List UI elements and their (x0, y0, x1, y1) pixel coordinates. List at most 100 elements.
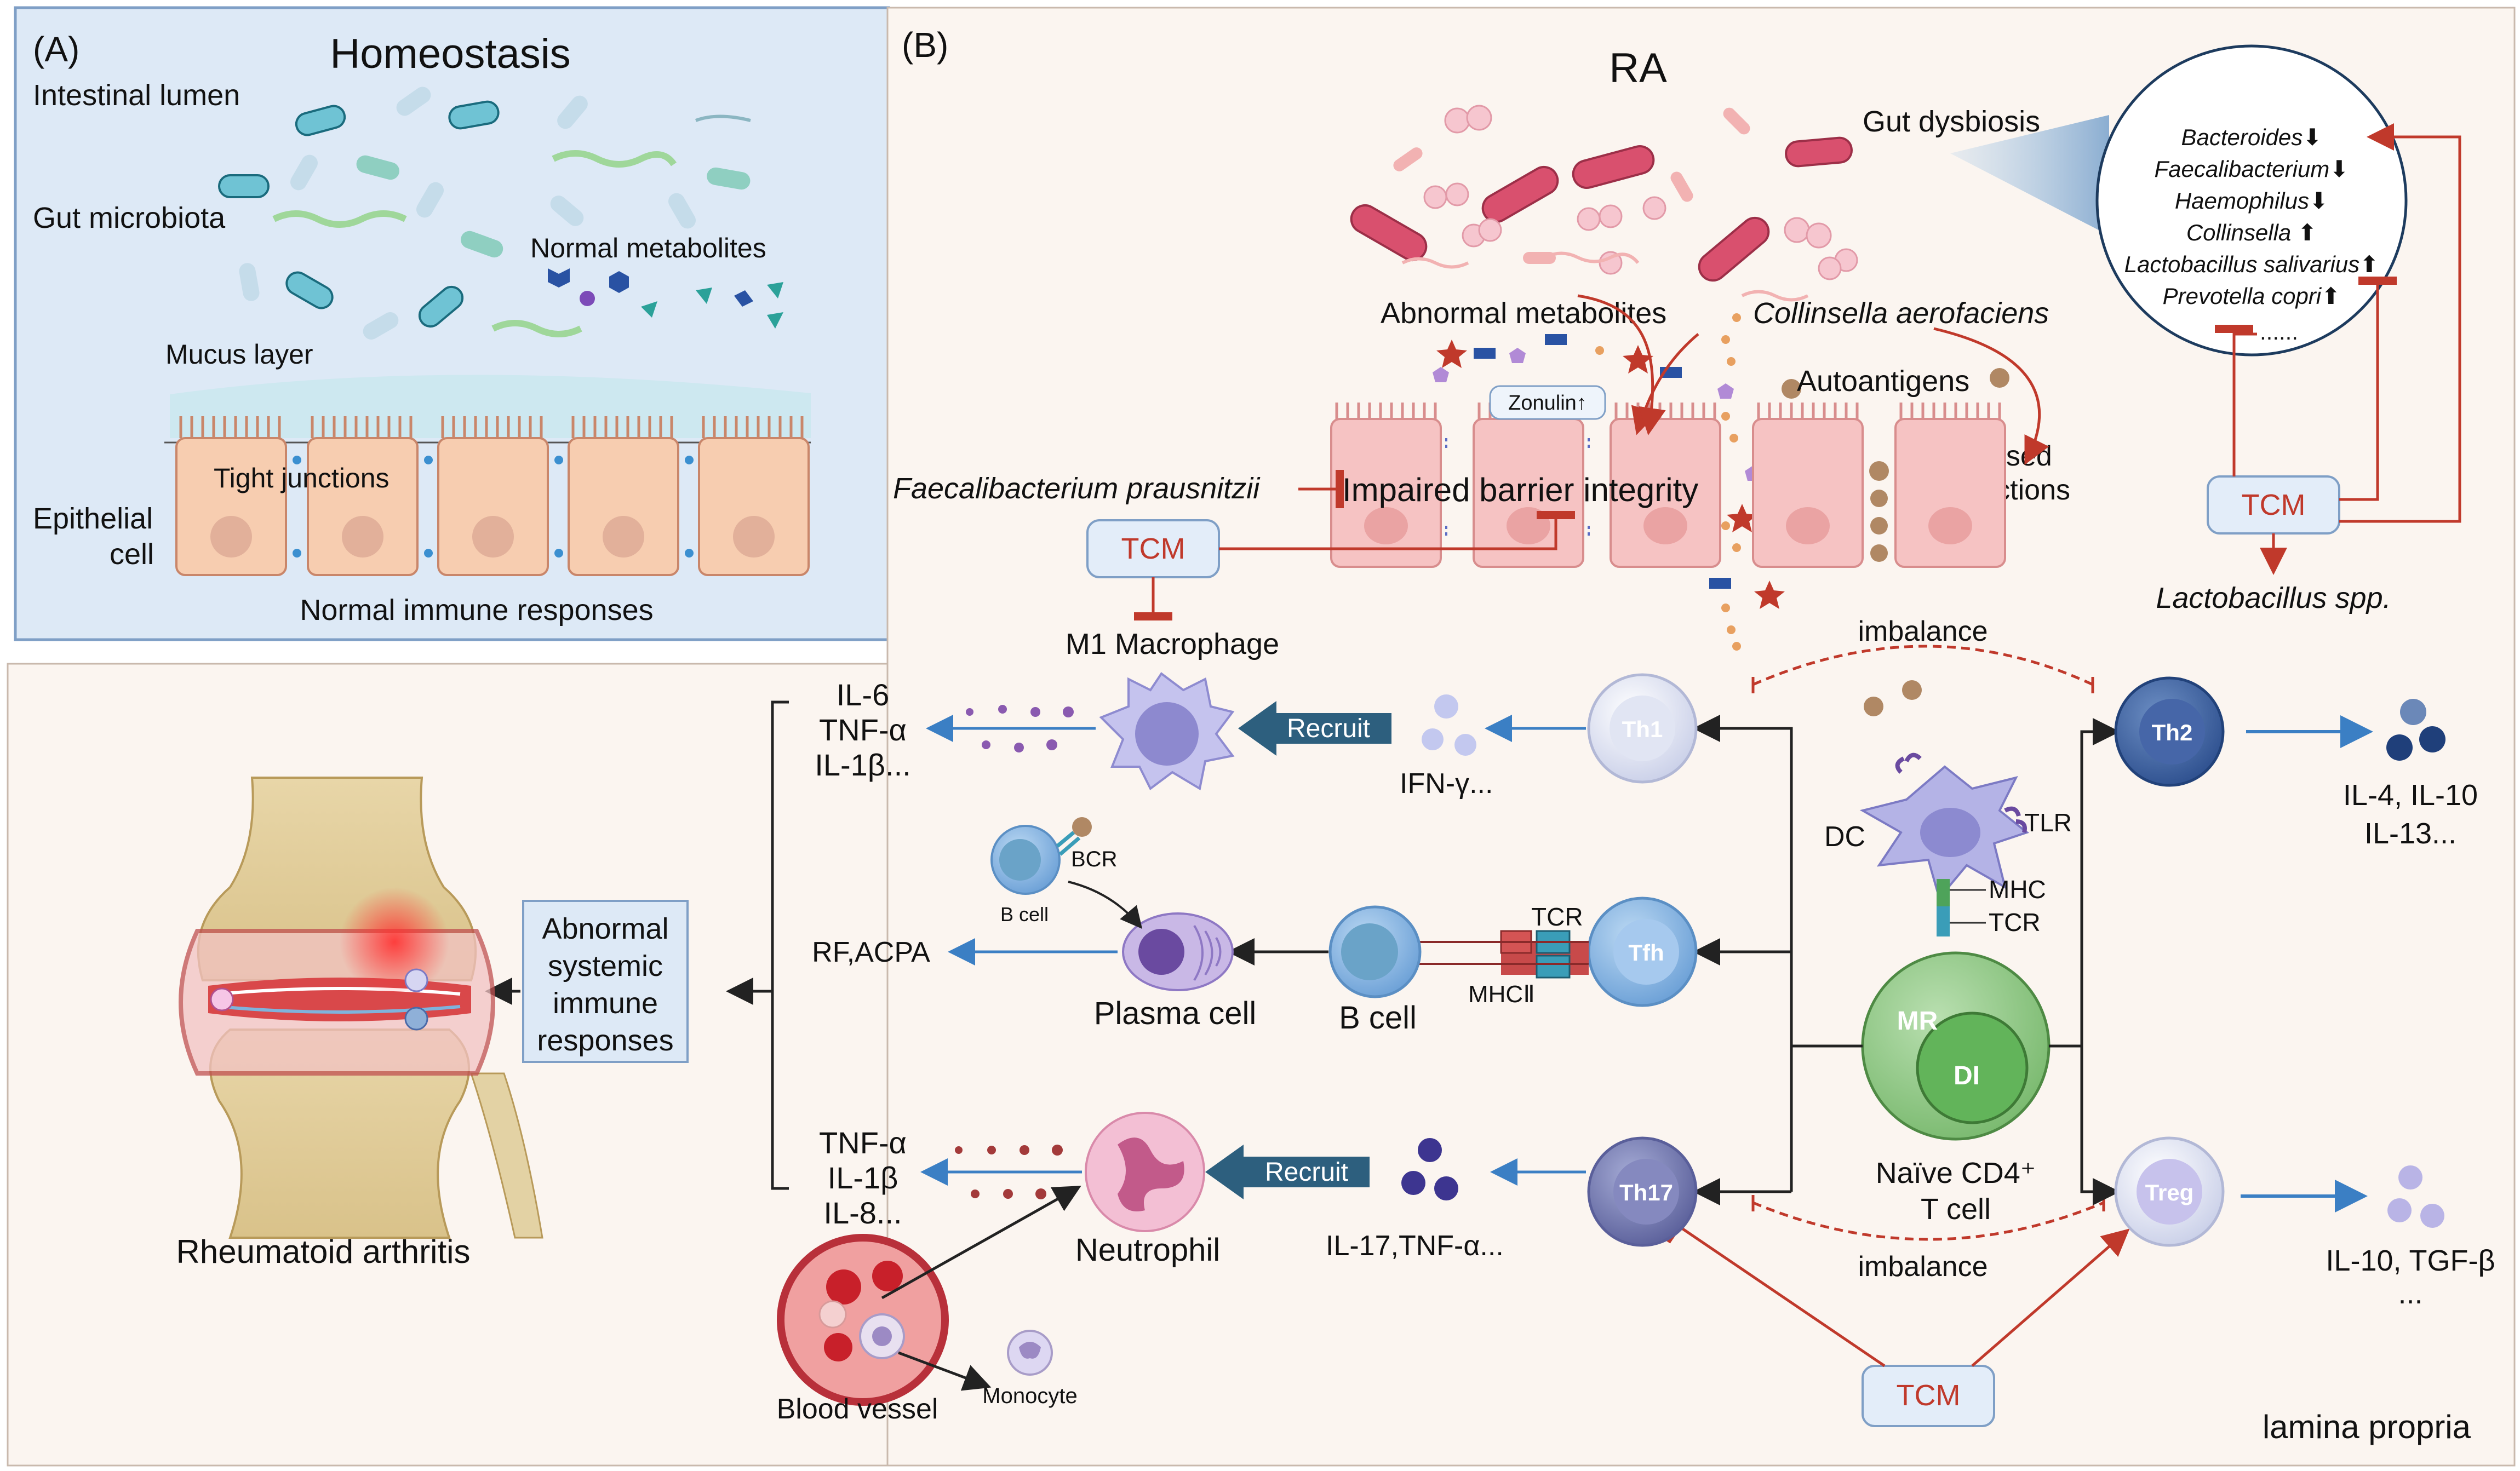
label-bcr: BCR (1071, 847, 1117, 871)
label-plasma-cell: Plasma cell (1094, 996, 1257, 1031)
panel-b-ra: (B) RA Gut dysbiosis (893, 25, 2471, 1445)
label-il17: IL-17,TNF-α... (1326, 1230, 1504, 1262)
label-th1: Th1 (1622, 716, 1663, 742)
dysbiosis-item-faecalibacterium: Faecalibacterium⬇ (2154, 156, 2349, 182)
zonulin-badge (1489, 385, 1606, 420)
inhibit-tcm-th17 (1663, 1207, 1886, 1367)
metabolite-icon (548, 268, 783, 329)
label-th2: Th2 (2152, 720, 2193, 745)
label-treg-cytokines-2: ... (2398, 1277, 2422, 1310)
label-naive-cd4: Naïve CD4⁺ (1876, 1157, 2036, 1190)
label-ifn: IFN-γ... (1400, 768, 1493, 800)
il17-molecules-icon (1401, 1138, 1458, 1200)
monocyte-nucleus (1019, 1342, 1041, 1359)
recruit-arrow-bottom (1205, 1145, 1370, 1199)
label-il6: IL-6 (837, 677, 890, 712)
label-il8: IL-8... (823, 1196, 902, 1230)
cytokine-dots-bottom (955, 1145, 1063, 1199)
label-mhc: MHC (1989, 875, 2046, 904)
bcr-antigen (1072, 817, 1092, 837)
b-cell-nucleus (1341, 923, 1398, 980)
label-normal-metabolites: Normal metabolites (530, 233, 766, 263)
panel-b-letter: (B) (902, 25, 948, 65)
dysbiosis-item-lactobacillus-salivarius: Lactobacillus salivarius⬆ (2124, 251, 2379, 277)
fibula-icon (469, 1072, 543, 1239)
tcm-box-bottom (1862, 1365, 1995, 1427)
label-imbalance-top: imbalance (1858, 616, 1988, 647)
label-di: DI (1954, 1061, 1980, 1090)
tcm-label-bottom: TCM (1897, 1379, 1961, 1412)
dysbiosis-item-collinsella: Collinsella ⬆ (2186, 220, 2317, 245)
naive-cell-nucleus (1916, 1012, 2029, 1124)
dysbiosis-list: Bacteroides⬇ Faecalibacterium⬇ Haemophil… (2124, 124, 2379, 344)
label-treg-cytokines-1: IL-10, TGF-β (2326, 1244, 2495, 1277)
label-th17: Th17 (1619, 1180, 1673, 1205)
tcr-receptor (1937, 906, 1950, 936)
label-tfh: Tfh (1628, 940, 1664, 966)
mhc-receptor (1937, 879, 1950, 906)
arrow-naive-to-treg (2080, 1046, 2120, 1205)
cartilage-line (219, 987, 461, 996)
dysbiosis-item-bacteroides: Bacteroides⬇ (2181, 124, 2322, 150)
inhibit-tcm-salivarius (2339, 277, 2397, 501)
label-systemic: systemic (548, 950, 663, 982)
label-gut-dysbiosis: Gut dysbiosis (1863, 105, 2040, 138)
label-impaired-barrier: Impaired barrier integrity (1342, 472, 1698, 508)
label-rheumatoid-arthritis: Rheumatoid arthritis (176, 1233, 471, 1270)
label-abnormal-metabolites: Abnormal metabolites (1381, 297, 1666, 330)
inhibit-tcm-barrier (1219, 511, 1575, 550)
label-imbalance-bottom: imbalance (1858, 1251, 1988, 1283)
label-blood-vessel: Blood vessel (777, 1393, 938, 1425)
label-tlr: TLR (2024, 808, 2072, 837)
macrophage-nucleus (1135, 702, 1199, 766)
label-faecalibacterium-prausnitzii: Faecalibacterium prausnitzii (893, 472, 1261, 505)
treg-molecules-icon (2387, 1165, 2444, 1228)
blood-vessel-icon (777, 1234, 949, 1406)
label-responses: responses (537, 1024, 673, 1057)
label-mhcii: MHCⅡ (1468, 981, 1535, 1008)
label-th2-cytokines-2: IL-13... (2364, 817, 2456, 850)
tcm-label-dysbiosis: TCM (2242, 489, 2306, 521)
th2-nucleus (2139, 699, 2205, 765)
arrow-tcm-treg (1971, 1228, 2130, 1367)
plasma-er (1193, 924, 1222, 981)
label-il1b-bottom: IL-1β (828, 1160, 898, 1195)
arrow-vessel-neutrophil (881, 1186, 1081, 1300)
label-epithelial: Epithelial (33, 502, 153, 535)
th1-nucleus (1610, 696, 1675, 761)
tcr-block-tfh-2 (1536, 955, 1571, 979)
tcm-label-barrier: TCM (1121, 532, 1185, 565)
label-b-cell: B cell (1339, 1000, 1417, 1036)
dendritic-cell-icon (1859, 752, 2030, 901)
joint-cell-right (404, 968, 428, 992)
label-b-cell-small: B cell (1000, 903, 1049, 926)
cytokine-dots-top (966, 705, 1074, 752)
treg-nucleus (2137, 1159, 2202, 1225)
arrow-bcr-plasma (1068, 881, 1143, 929)
arrow-naive-to-th1 (1693, 715, 1863, 1048)
arrow-vessel-monocyte (898, 1351, 992, 1391)
label-abnormal: Abnormal (542, 912, 668, 945)
label-tight-junctions: Tight junctions (214, 463, 390, 493)
label-lamina-propria: lamina propria (2263, 1409, 2471, 1445)
label-il1b-top: IL-1β... (815, 748, 910, 782)
label-tcr-tfh: TCR (1531, 903, 1583, 931)
synovium (208, 978, 471, 1021)
autoantigen-icon (1782, 368, 2009, 716)
tfh-nucleus (1613, 919, 1679, 985)
label-normal-immune-responses: Normal immune responses (300, 594, 653, 627)
dysbiosis-item-haemophilus: Haemophilus⬇ (2175, 188, 2328, 214)
label-recruit-bottom: Recruit (1265, 1158, 1348, 1187)
dysbiosis-more: ...... (2260, 319, 2298, 344)
label-tcr: TCR (1989, 908, 2041, 936)
label-dc: DC (1824, 821, 1865, 853)
plasma-nucleus (1138, 929, 1184, 975)
joint-cell-right-2 (404, 1007, 428, 1031)
recruit-arrow-top (1238, 701, 1391, 756)
label-autoantigens: Autoantigens (1797, 365, 1969, 398)
panel-a-letter: (A) (33, 30, 79, 69)
label-monocyte: Monocyte (982, 1384, 1077, 1408)
dysbiosis-bacteria-icon (1350, 105, 1858, 302)
bacteria-icon (218, 87, 751, 340)
